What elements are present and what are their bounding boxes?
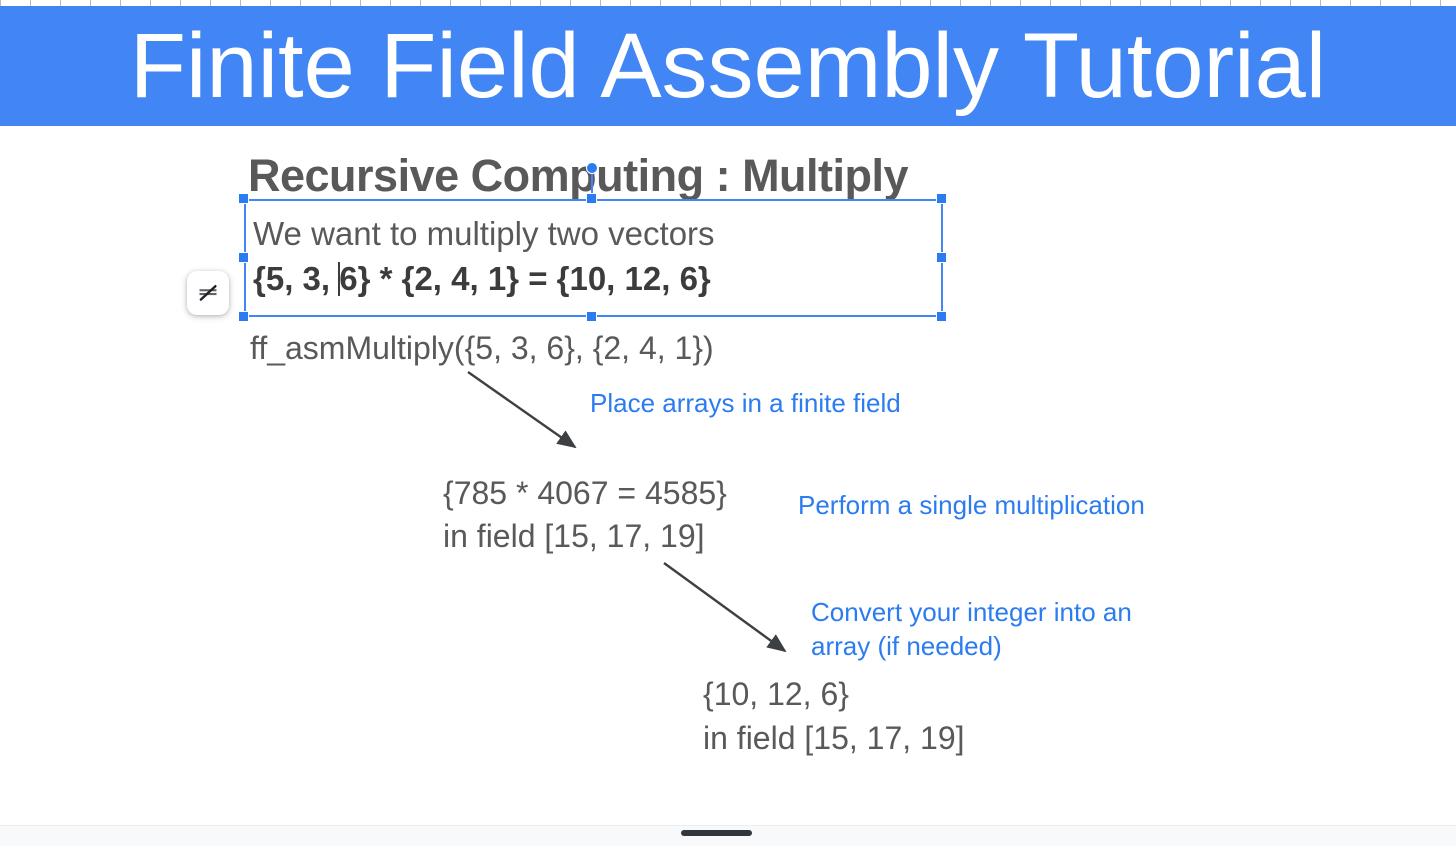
flow-call-text[interactable]: ff_asmMultiply({5, 3, 6}, {2, 4, 1}) [250, 330, 714, 366]
ruler-tick [300, 0, 301, 6]
selected-text-box[interactable]: We want to multiply two vectors {5, 3, 6… [253, 212, 933, 302]
rotate-handle[interactable] [586, 162, 598, 174]
ruler-tick [1440, 0, 1441, 6]
resize-handle-top-right[interactable] [936, 193, 947, 204]
ruler-tick [1080, 0, 1081, 6]
annotation-convert-integer-line-2[interactable]: array (if needed) [811, 631, 1002, 661]
text-after-caret: 6} * {2, 4, 1} = {10, 12, 6} [339, 260, 711, 297]
ruler-tick [360, 0, 361, 6]
resize-handle-bottom-right[interactable] [936, 311, 947, 322]
ruler-tick [1140, 0, 1141, 6]
ruler-tick [930, 0, 931, 6]
ruler-tick [510, 0, 511, 6]
ruler-tick [90, 0, 91, 6]
resize-handle-middle-left[interactable] [238, 252, 249, 263]
resize-handle-top-center[interactable] [586, 193, 597, 204]
ruler-tick [120, 0, 121, 6]
ruler-tick [990, 0, 991, 6]
ruler-tick [330, 0, 331, 6]
resize-handle-bottom-left[interactable] [238, 311, 249, 322]
ruler-tick [240, 0, 241, 6]
ruler-tick [450, 0, 451, 6]
slide-title-text: Finite Field Assembly Tutorial [129, 15, 1327, 117]
ruler-tick [30, 0, 31, 6]
ruler-tick [900, 0, 901, 6]
resize-handle-middle-right[interactable] [936, 252, 947, 263]
ruler-tick [600, 0, 601, 6]
flow-step2-line-2[interactable]: in field [15, 17, 19] [703, 720, 965, 756]
ruler-tick [660, 0, 661, 6]
text-before-caret: {5, 3, [253, 260, 340, 297]
ruler-tick [1230, 0, 1231, 6]
text-caret [338, 262, 341, 296]
ruler-tick [1200, 0, 1201, 6]
ruler-tick [720, 0, 721, 6]
text-box-line-2: {5, 3, 6} * {2, 4, 1} = {10, 12, 6} [253, 256, 933, 302]
ruler-tick [1170, 0, 1171, 6]
annotation-place-arrays[interactable]: Place arrays in a finite field [590, 388, 901, 418]
ruler-tick [150, 0, 151, 6]
ruler-tick [180, 0, 181, 6]
ruler-tick [960, 0, 961, 6]
ruler-tick [750, 0, 751, 6]
horizontal-ruler[interactable] [0, 0, 1456, 6]
ruler-tick [1320, 0, 1321, 6]
slide-heading[interactable]: Recursive Computing : Multiply [248, 150, 909, 201]
ruler-tick [420, 0, 421, 6]
flow-step1-line-2[interactable]: in field [15, 17, 19] [443, 518, 705, 554]
annotation-single-multiplication[interactable]: Perform a single multiplication [798, 490, 1145, 520]
ruler-tick [780, 0, 781, 6]
ruler-tick [1290, 0, 1291, 6]
ruler-tick [210, 0, 211, 6]
ruler-tick [810, 0, 811, 6]
ruler-tick [60, 0, 61, 6]
annotation-convert-integer-line-1[interactable]: Convert your integer into an [811, 597, 1132, 627]
ruler-tick [480, 0, 481, 6]
text-box-line-1: We want to multiply two vectors [253, 215, 715, 252]
slide-title-banner: Finite Field Assembly Tutorial [0, 6, 1456, 126]
flow-step2-line-1[interactable]: {10, 12, 6} [703, 676, 849, 712]
ruler-tick [1380, 0, 1381, 6]
bottom-drag-handle[interactable] [681, 830, 752, 836]
clear-formatting-icon [199, 284, 217, 301]
ruler-tick [570, 0, 571, 6]
arrow-1 [467, 371, 577, 449]
resize-handle-bottom-center[interactable] [586, 311, 597, 322]
ruler-tick [690, 0, 691, 6]
ruler-tick [390, 0, 391, 6]
ruler-tick [1110, 0, 1111, 6]
ruler-tick [870, 0, 871, 6]
clear-formatting-button[interactable] [187, 271, 229, 315]
ruler-tick [1020, 0, 1021, 6]
ruler-tick [0, 0, 1, 6]
ruler-tick [1050, 0, 1051, 6]
ruler-tick [1350, 0, 1351, 6]
ruler-tick [840, 0, 841, 6]
slide-canvas[interactable]: Recursive Computing : Multiply We want t… [0, 126, 1456, 825]
ruler-tick [270, 0, 271, 6]
resize-handle-top-left[interactable] [238, 193, 249, 204]
ruler-tick [630, 0, 631, 6]
arrow-2 [663, 562, 787, 653]
flow-step1-line-1[interactable]: {785 * 4067 = 4585} [443, 475, 727, 511]
rotation-handle-stem [591, 170, 593, 200]
ruler-tick [540, 0, 541, 6]
ruler-tick [1260, 0, 1261, 6]
ruler-tick [1410, 0, 1411, 6]
